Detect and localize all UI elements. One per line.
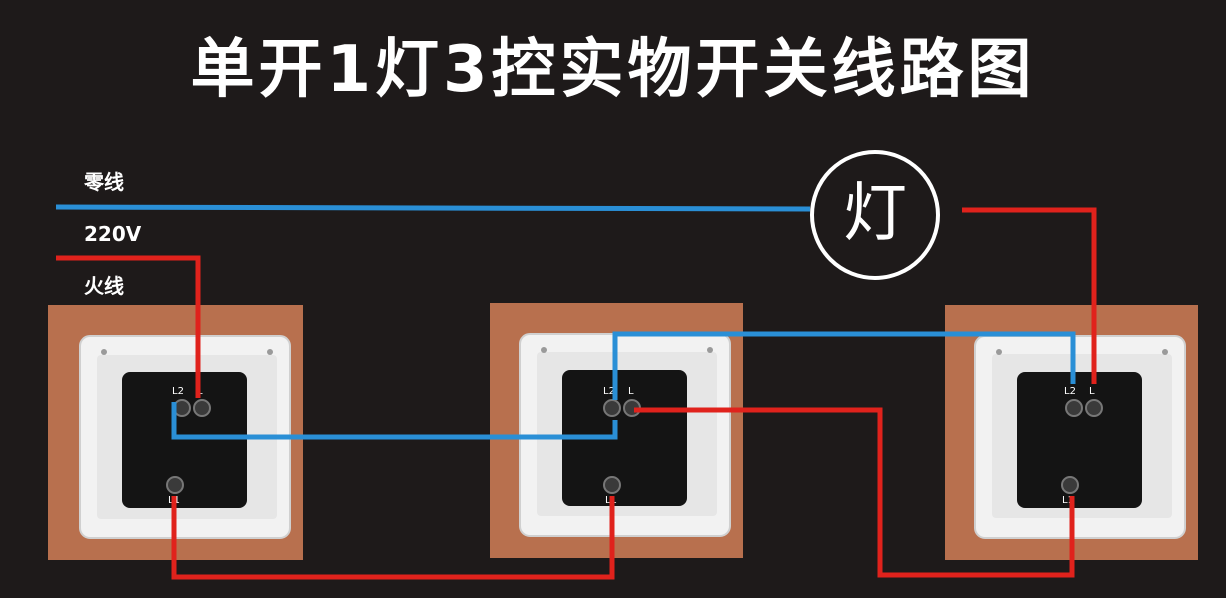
live-wire-label: 火线 bbox=[84, 274, 124, 298]
terminal-screw bbox=[603, 399, 621, 417]
terminal-label-l: L bbox=[628, 386, 634, 397]
mount-hole bbox=[267, 349, 273, 355]
mount-hole bbox=[541, 347, 547, 353]
terminal-screw bbox=[1085, 399, 1103, 417]
terminal-label-l2: L2 bbox=[172, 386, 184, 397]
terminal-screw bbox=[603, 476, 621, 494]
terminal-screw bbox=[166, 476, 184, 494]
terminal-screw bbox=[1065, 399, 1083, 417]
switch-3: L2 L L1 bbox=[945, 305, 1198, 560]
mount-hole bbox=[996, 349, 1002, 355]
traveler-wire-2-3-bottom bbox=[634, 407, 1075, 578]
lamp-circle: 灯 bbox=[810, 150, 940, 280]
switch-module bbox=[562, 370, 687, 506]
neutral-wire bbox=[55, 204, 811, 212]
mount-hole bbox=[1162, 349, 1168, 355]
neutral-wire-label: 零线 bbox=[84, 170, 124, 194]
mount-hole bbox=[707, 347, 713, 353]
terminal-label-l1: L1 bbox=[1062, 495, 1074, 506]
traveler-wire-2-3 bbox=[612, 331, 1076, 400]
live-wire-in bbox=[56, 255, 201, 398]
diagram-title: 单开1灯3控实物开关线路图 bbox=[190, 33, 1036, 107]
terminal-screw bbox=[193, 399, 211, 417]
lamp-feed-wire bbox=[962, 207, 1097, 384]
mount-hole bbox=[101, 349, 107, 355]
terminal-label-l: L bbox=[1089, 386, 1095, 397]
switch-2: L2 L L1 bbox=[490, 303, 743, 558]
switch-module bbox=[1017, 372, 1142, 508]
traveler-wire-bottom-1-2 bbox=[171, 496, 615, 580]
switch-module bbox=[122, 372, 247, 508]
terminal-screw bbox=[1061, 476, 1079, 494]
terminal-label-l2: L2 bbox=[603, 386, 615, 397]
terminal-label-l2: L2 bbox=[1064, 386, 1076, 397]
traveler-wire-1-2 bbox=[171, 402, 618, 440]
voltage-label: 220V bbox=[84, 222, 142, 246]
